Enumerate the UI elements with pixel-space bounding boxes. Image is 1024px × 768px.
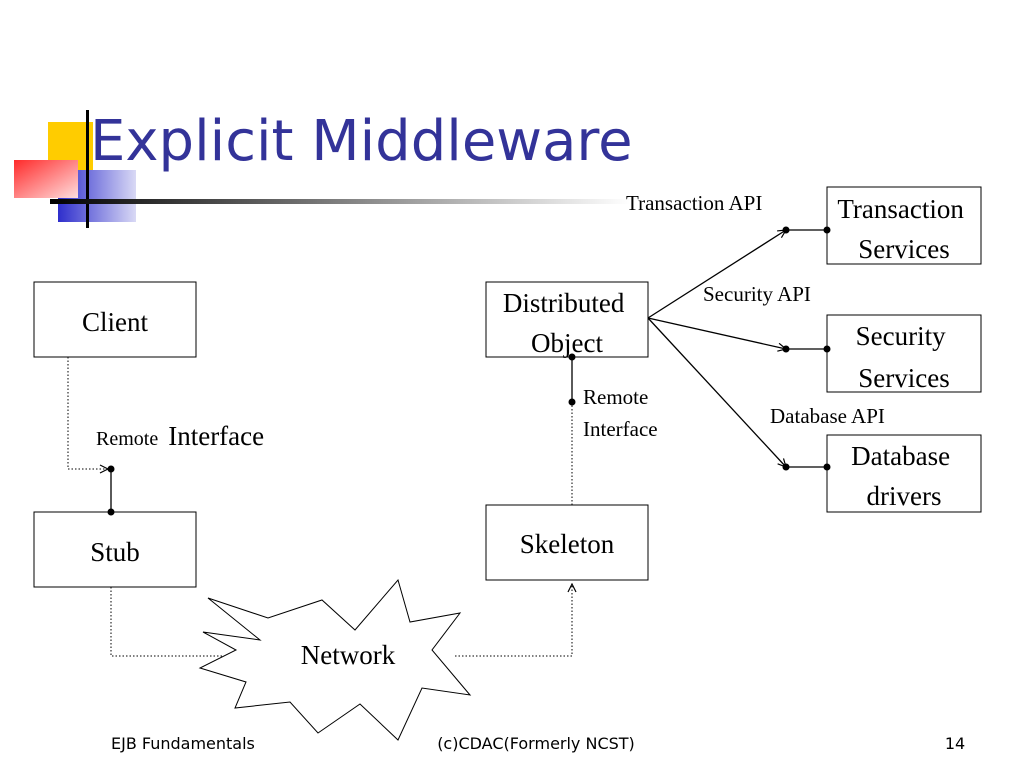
footer-left: EJB Fundamentals <box>111 734 255 753</box>
network-label: Network <box>301 640 396 670</box>
footer-center: (c)CDAC(Formerly NCST) <box>437 734 635 753</box>
stub-interface-dot-top <box>107 465 115 473</box>
security-api-dot-right <box>823 345 831 353</box>
database-drivers-box <box>826 434 982 513</box>
transaction-api-connector <box>647 230 786 319</box>
title-rule <box>50 199 630 204</box>
remote-interface-right-line-1: Remote <box>583 385 648 409</box>
transaction-services-line-1: Transaction <box>837 194 964 224</box>
remote-interface-left-label: Remote Interface <box>96 421 264 451</box>
transaction-services-box <box>826 186 982 265</box>
database-api-label: Database API <box>770 404 885 428</box>
security-services-line-2: Services <box>858 363 949 393</box>
database-api-dot-right <box>823 463 831 471</box>
transaction-api-dot-left <box>782 226 790 234</box>
title-vertical-bar <box>86 110 89 228</box>
database-drivers-line-1: Database <box>851 441 950 471</box>
distributed-object-line-2: Object <box>531 328 603 358</box>
database-drivers-label: Database drivers <box>851 441 957 511</box>
distributed-object-label: Distributed Object <box>503 288 631 358</box>
transaction-api-label: Transaction API <box>626 191 762 215</box>
object-interface-dot-top <box>568 353 576 361</box>
remote-interface-left-big: Interface <box>168 421 264 451</box>
client-label: Client <box>82 307 148 337</box>
security-api-label: Security API <box>703 282 811 306</box>
distributed-object-line-1: Distributed <box>503 288 625 318</box>
page-title: Explicit Middleware <box>90 109 633 174</box>
stub-box <box>33 511 197 588</box>
client-box <box>33 281 197 358</box>
stub-to-network-connector <box>110 587 250 657</box>
remote-interface-left-small: Remote <box>96 428 158 450</box>
remote-interface-right-label: Remote Interface <box>583 385 658 441</box>
stub-label: Stub <box>90 537 140 567</box>
network-to-skeleton-connector <box>455 584 572 657</box>
security-api-connector <box>647 317 786 349</box>
transaction-api-dot-right <box>823 226 831 234</box>
security-api-dot-left <box>782 345 790 353</box>
skeleton-label: Skeleton <box>520 529 615 559</box>
object-interface-dot-bottom <box>568 398 576 406</box>
remote-interface-right-line-2: Interface <box>583 417 658 441</box>
footer-page-number: 14 <box>945 734 965 753</box>
skeleton-box <box>485 504 649 581</box>
client-to-interface-connector <box>67 357 108 469</box>
distributed-object-box <box>485 281 649 358</box>
title-decoration <box>14 110 630 228</box>
database-drivers-line-2: drivers <box>867 481 942 511</box>
database-api-connector <box>647 317 786 467</box>
transaction-services-line-2: Services <box>858 234 949 264</box>
network-starburst <box>198 578 472 741</box>
security-services-label: Security Services <box>856 321 953 393</box>
security-services-box <box>826 314 982 393</box>
transaction-services-label: Transaction Services <box>837 194 970 264</box>
decoration-red-square <box>14 160 78 198</box>
security-services-line-1: Security <box>856 321 946 351</box>
stub-interface-dot-bottom <box>107 508 115 516</box>
database-api-dot-left <box>782 463 790 471</box>
